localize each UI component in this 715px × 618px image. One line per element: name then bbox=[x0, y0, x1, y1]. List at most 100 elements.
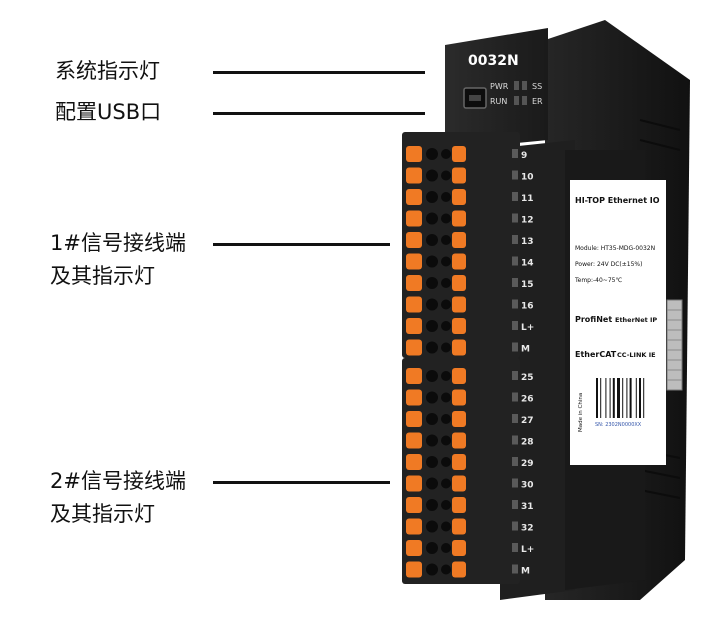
terminal-pin-label: L+ bbox=[521, 545, 534, 555]
terminal-pin-label: 9 bbox=[521, 151, 527, 161]
wire-hole bbox=[426, 298, 438, 311]
status-leds bbox=[514, 81, 527, 105]
terminal-lever bbox=[406, 253, 422, 270]
barcode-bar bbox=[635, 378, 637, 418]
channel-led bbox=[512, 457, 518, 466]
barcode-bar bbox=[617, 378, 620, 418]
model-number: 0032N bbox=[468, 53, 519, 69]
wire-hole bbox=[426, 341, 438, 354]
device-front-top bbox=[445, 28, 548, 150]
terminal-pin-label: 29 bbox=[521, 459, 534, 469]
terminal-lever bbox=[406, 232, 422, 248]
channel-led bbox=[512, 392, 518, 402]
barcode-bar bbox=[639, 378, 641, 418]
terminal-pin-label: 11 bbox=[521, 194, 534, 204]
terminal-lever bbox=[406, 368, 422, 384]
terminal-lever bbox=[406, 389, 422, 406]
channel-led bbox=[512, 321, 518, 330]
callout-line-usb-port bbox=[213, 112, 425, 115]
terminal-pin-label: 16 bbox=[521, 302, 534, 312]
terminal-pin-label: 10 bbox=[521, 173, 534, 183]
callout-system-led: 系统指示灯 bbox=[55, 59, 160, 83]
terminal-lever bbox=[406, 210, 422, 227]
wire-hole bbox=[441, 235, 451, 245]
callout-terminal1-line2: 及其指示灯 bbox=[50, 264, 155, 288]
terminal-pin-label: M bbox=[521, 345, 530, 355]
terminal-lever bbox=[452, 275, 466, 291]
wire-hole bbox=[441, 299, 451, 310]
terminal-pin-label: 26 bbox=[521, 395, 534, 405]
led-label-pwr: PWR bbox=[490, 82, 509, 91]
terminal-lever bbox=[406, 432, 422, 449]
channel-led bbox=[512, 543, 518, 552]
barcode-bar bbox=[609, 378, 611, 418]
wire-hole bbox=[426, 255, 438, 268]
channel-led bbox=[512, 564, 518, 574]
wire-hole bbox=[441, 213, 451, 224]
wire-hole bbox=[426, 370, 438, 382]
terminal-pin-label: 28 bbox=[521, 438, 534, 448]
terminal-lever bbox=[452, 253, 466, 270]
wire-hole bbox=[426, 499, 438, 511]
barcode-bar bbox=[596, 378, 598, 418]
terminal-lever bbox=[452, 167, 466, 184]
terminal-lever bbox=[452, 454, 466, 470]
wire-hole bbox=[426, 434, 438, 447]
wire-hole bbox=[426, 212, 438, 225]
wire-hole bbox=[441, 149, 451, 159]
wire-hole bbox=[441, 500, 451, 510]
terminal-pin-label: 30 bbox=[521, 481, 534, 491]
channel-led bbox=[512, 256, 518, 266]
led-label-ss: SS bbox=[532, 82, 542, 91]
callout-line-terminal1 bbox=[213, 243, 390, 246]
wire-hole bbox=[441, 192, 451, 202]
wire-hole bbox=[441, 256, 451, 267]
barcode-bar bbox=[643, 378, 645, 418]
barcode-bar bbox=[605, 378, 607, 418]
terminal-pin-label: 15 bbox=[521, 280, 534, 290]
terminal-lever bbox=[452, 210, 466, 227]
wire-hole bbox=[426, 169, 438, 182]
channel-led bbox=[512, 235, 518, 244]
terminal-lever bbox=[452, 146, 466, 162]
wire-hole bbox=[441, 521, 451, 532]
channel-led bbox=[512, 149, 518, 158]
terminal-lever bbox=[406, 561, 422, 578]
channel-led bbox=[512, 278, 518, 287]
wire-hole bbox=[426, 477, 438, 490]
wire-hole bbox=[441, 414, 451, 424]
callout-line-system-led bbox=[213, 71, 425, 74]
wire-hole bbox=[441, 543, 451, 553]
wire-hole bbox=[426, 191, 438, 203]
wire-hole bbox=[441, 478, 451, 489]
terminal-pin-label: 14 bbox=[521, 259, 534, 269]
barcode-bar bbox=[622, 378, 624, 418]
label-protocol-4: CC-LINK IE bbox=[617, 351, 656, 359]
wire-hole bbox=[426, 320, 438, 332]
barcode-bar bbox=[629, 378, 632, 418]
terminal-lever bbox=[452, 339, 466, 356]
wire-hole bbox=[441, 435, 451, 446]
barcode-bar bbox=[626, 378, 628, 418]
wire-hole bbox=[441, 321, 451, 331]
terminal-lever bbox=[452, 561, 466, 578]
wire-hole bbox=[426, 456, 438, 468]
terminal-pin-label: 12 bbox=[521, 216, 534, 226]
channel-led bbox=[512, 500, 518, 509]
terminal-lever bbox=[452, 475, 466, 492]
terminal-lever bbox=[452, 411, 466, 427]
label-protocol-2: EtherNet IP bbox=[615, 316, 657, 324]
callout-line-terminal2 bbox=[213, 481, 390, 484]
label-made-in: Made in China bbox=[578, 393, 584, 432]
channel-led bbox=[512, 170, 518, 180]
wire-hole bbox=[426, 234, 438, 246]
wire-hole bbox=[426, 413, 438, 425]
label-power: Power: 24V DC(±15%) bbox=[575, 261, 642, 268]
side-connector bbox=[666, 299, 683, 391]
callout-terminal2-line1: 2#信号接线端 bbox=[50, 469, 186, 493]
terminal-lever bbox=[452, 389, 466, 406]
channel-led bbox=[512, 414, 518, 423]
terminal-lever bbox=[452, 318, 466, 334]
led-label-run: RUN bbox=[490, 97, 507, 106]
